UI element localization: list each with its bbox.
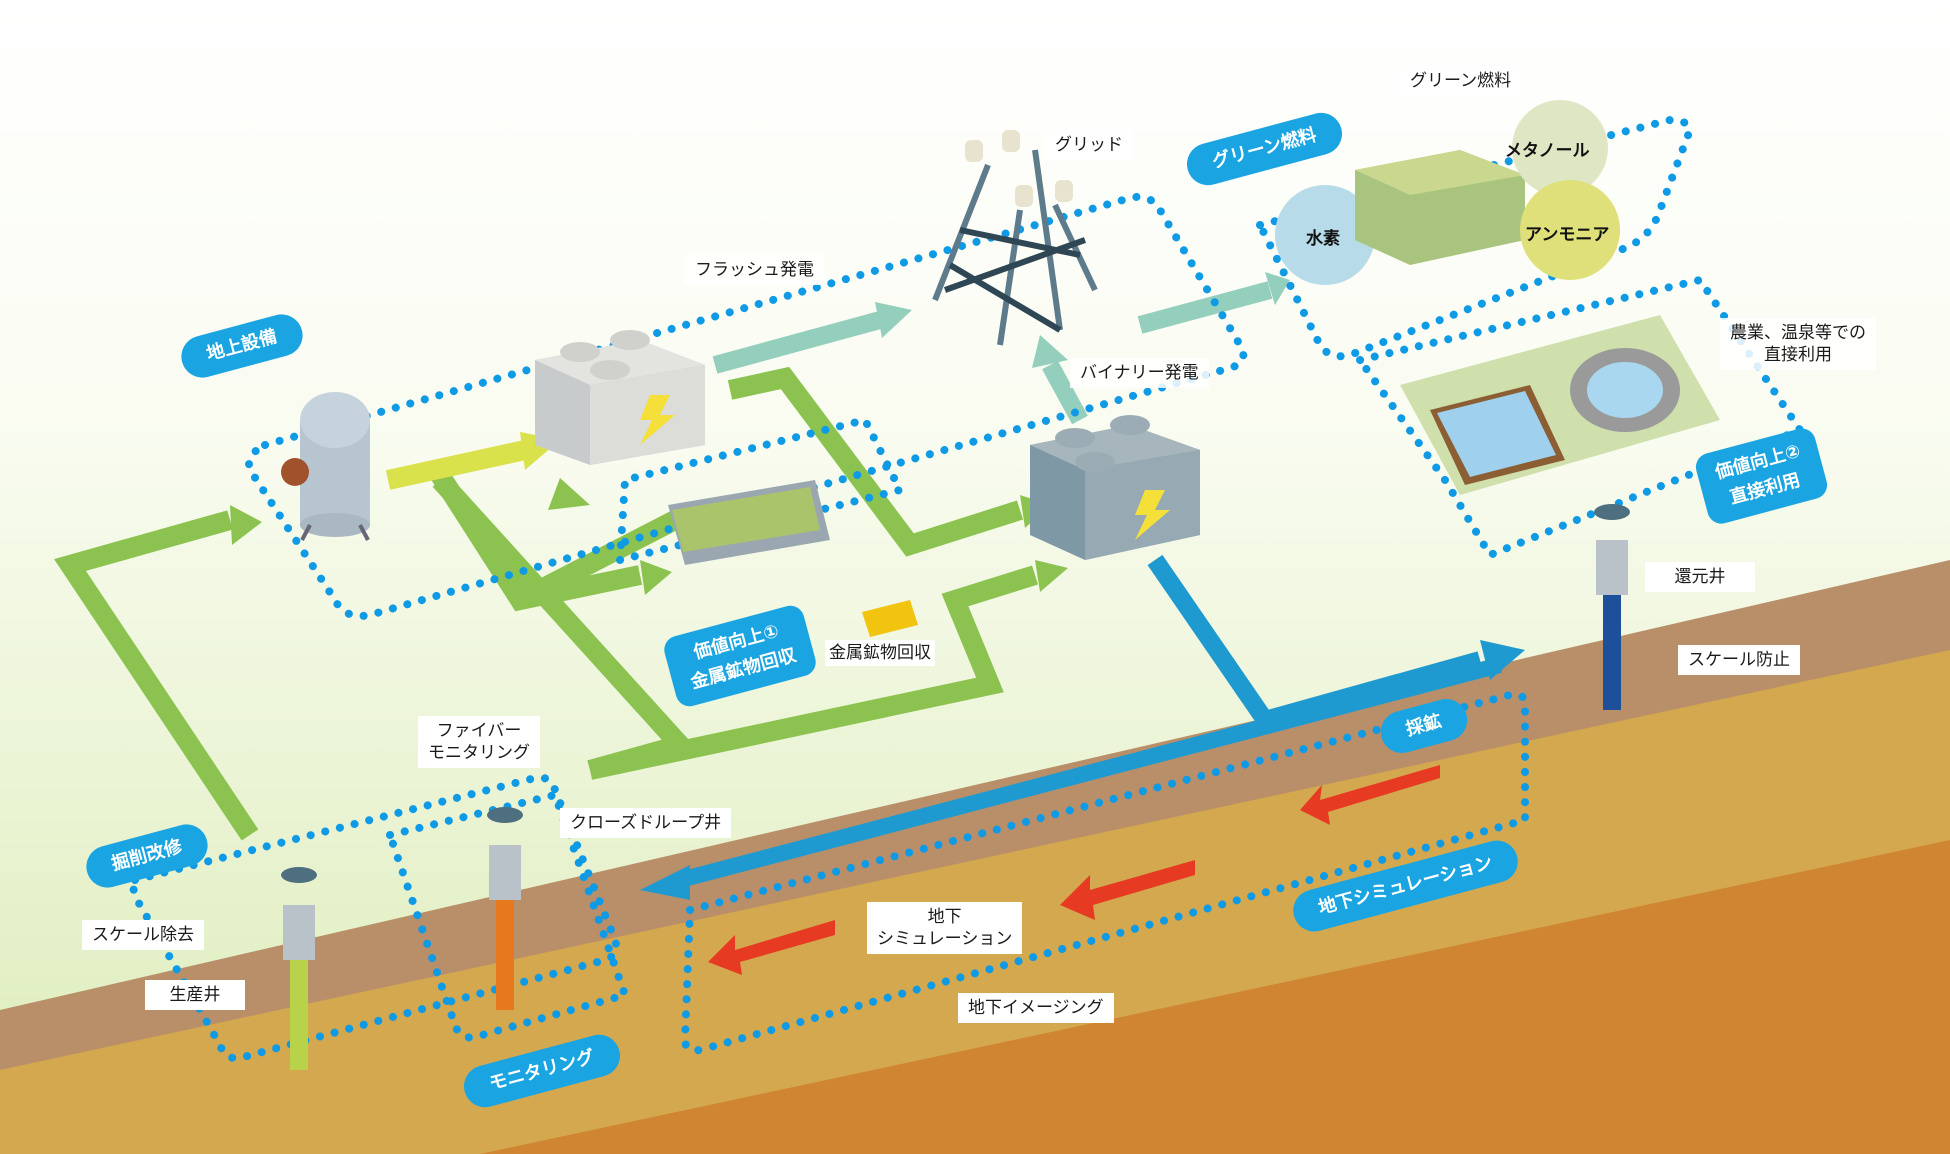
transmission-tower-icon xyxy=(932,149,1098,346)
closed-loop-well-icon xyxy=(487,807,523,1010)
binary-power-plant-icon xyxy=(1030,415,1200,560)
green-fuel-boundary xyxy=(1254,115,1695,361)
green-fuel-plant-icon xyxy=(1355,150,1525,265)
metal-recovery-label: 金属鉱物回収 xyxy=(825,640,935,666)
reinjection-well-icon xyxy=(1594,504,1630,710)
fiber-monitoring-line2: モニタリング xyxy=(428,743,530,763)
direct-use-label: 農業、温泉等での 直接利用 xyxy=(1720,318,1876,370)
arrowhead xyxy=(640,865,690,900)
flash-power-plant-icon xyxy=(535,330,705,465)
arrowhead xyxy=(1035,560,1068,592)
main-green-pipe xyxy=(432,473,699,780)
subsurface-simulation-label: 地下 シミュレーション xyxy=(867,902,1023,954)
arrowhead xyxy=(640,560,672,595)
teal-arrowheads xyxy=(875,272,1290,368)
production-well-icon xyxy=(281,867,317,1070)
methanol-label: メタノール xyxy=(1505,141,1590,161)
direct-use-boundary xyxy=(1353,275,1807,560)
arrowhead xyxy=(230,505,262,545)
binary-power-label: バイナリー発電 xyxy=(1070,358,1209,388)
steam-flow-line xyxy=(385,440,528,490)
green-flow-lines xyxy=(54,366,1038,841)
blue-injection-line xyxy=(677,657,1503,888)
production-return-pipe xyxy=(54,510,259,841)
grid-label: グリッド xyxy=(1045,130,1133,160)
subsurface-simulation-line1: 地下 xyxy=(927,907,962,927)
monitoring-boundary xyxy=(384,790,631,1042)
tower-insulators xyxy=(965,130,1073,207)
scale-prevention-label: スケール防止 xyxy=(1678,645,1800,675)
subsurface-boundary xyxy=(680,690,1529,1055)
mineral-pond-icon xyxy=(668,480,830,565)
ammonia-label: アンモニア xyxy=(1525,225,1610,245)
fiber-monitoring-line1: ファイバー xyxy=(436,721,522,741)
subsurface-simulation-line2: シミュレーション xyxy=(877,929,1013,949)
hydrogen-bubble-icon xyxy=(1275,185,1375,285)
direct-use-line1: 農業、温泉等での xyxy=(1730,323,1866,343)
scale-removal-label: スケール除去 xyxy=(82,920,204,950)
closed-loop-well-label: クローズドループ井 xyxy=(560,808,732,838)
surface-facility-boundary xyxy=(245,192,1248,620)
flash-power-label: フラッシュ発電 xyxy=(685,255,824,285)
ammonia-bubble-icon xyxy=(1520,180,1620,280)
binary-input-pipe xyxy=(587,565,1038,780)
separator-tank-icon xyxy=(281,392,370,541)
heat-flow-arrows xyxy=(708,765,1440,975)
production-well-label: 生産井 xyxy=(145,980,245,1010)
reinjection-well-label: 還元井 xyxy=(1645,562,1755,592)
flash-to-binary-pipe xyxy=(727,366,1024,557)
methanol-bubble-icon xyxy=(1512,100,1608,196)
gold-bar-icon xyxy=(862,600,918,637)
direct-use-area-icon xyxy=(1400,315,1720,495)
subsurface-imaging-label: 地下イメージング xyxy=(958,993,1114,1023)
hydrogen-label: 水素 xyxy=(1306,229,1340,249)
fiber-monitoring-label: ファイバー モニタリング xyxy=(418,716,540,768)
green-fuel-label: グリーン燃料 xyxy=(1400,66,1522,96)
arrowhead xyxy=(548,478,590,510)
soil-layer-deep xyxy=(480,840,1950,1154)
direct-use-line2: 直接利用 xyxy=(1764,345,1832,365)
